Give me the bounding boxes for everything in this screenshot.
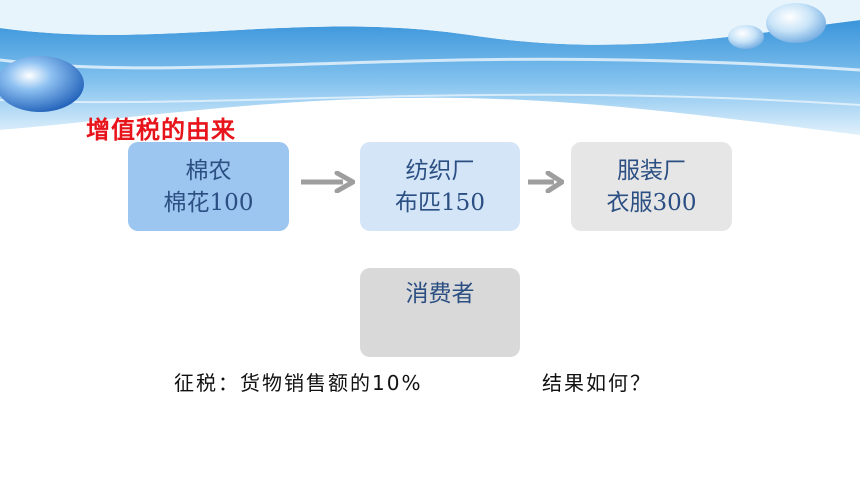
slide-title: 增值税的由来 [86,116,236,144]
node-garment-product: 衣服300 [606,189,697,216]
node-farmer: 棉农 棉花100 [128,142,289,231]
header-decoration [0,0,860,135]
node-garment-name: 服装厂 [617,157,686,184]
bubble-small-icon [728,25,764,49]
node-consumer-name: 消费者 [405,281,475,307]
node-farmer-product: 棉花100 [163,189,254,216]
arrow-right-icon [301,171,355,193]
node-textile-product: 布匹150 [395,189,485,216]
question-note: 结果如何？ [542,371,652,395]
node-farmer-name: 棉农 [185,157,232,184]
node-consumer: 消费者 [360,268,520,357]
bubble-right-icon [766,3,826,43]
bubble-large-icon [0,56,84,112]
node-textile-name: 纺织厂 [405,157,475,184]
arrow-right-icon [528,171,564,193]
node-garment: 服装厂 衣服300 [571,142,732,231]
tax-rule-note: 征税：货物销售额的10% [174,371,423,395]
node-textile: 纺织厂 布匹150 [360,142,520,231]
